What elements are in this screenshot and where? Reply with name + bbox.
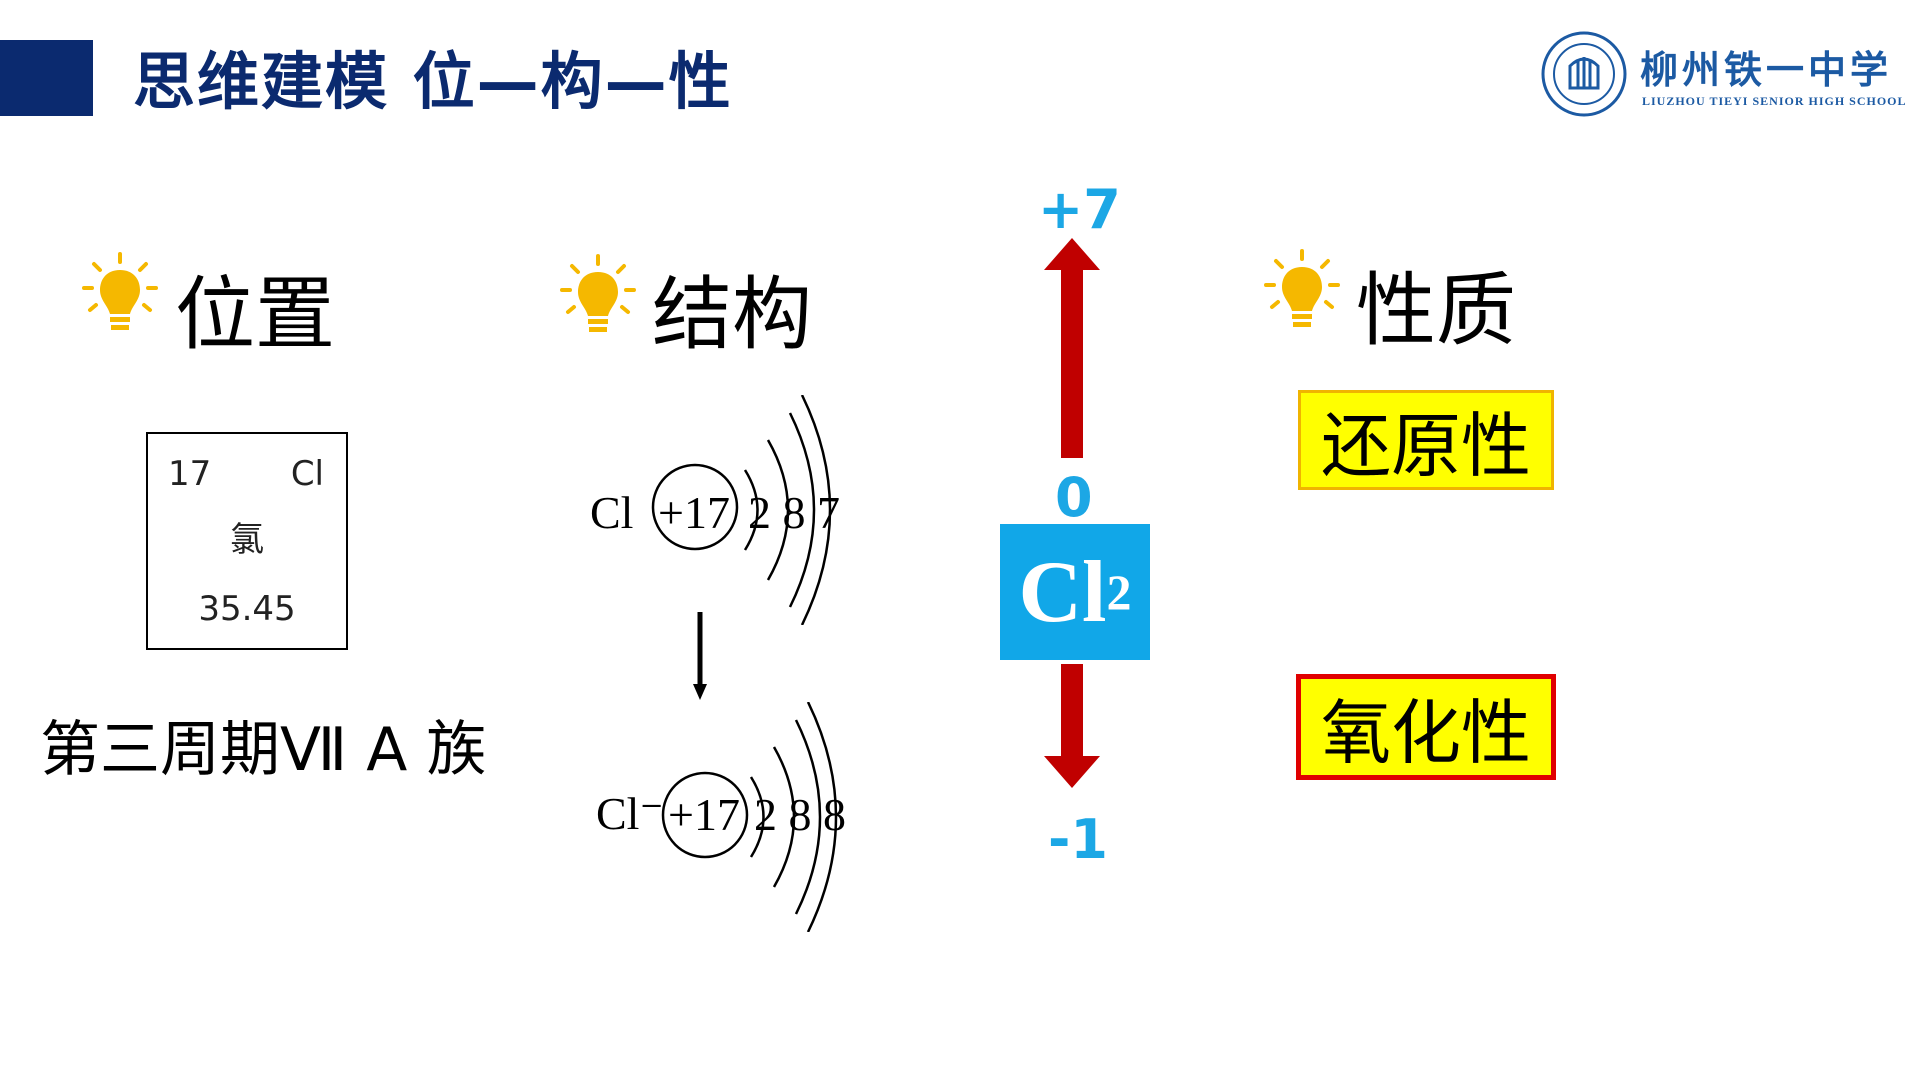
reducing-property-box: 还原性 bbox=[1298, 390, 1554, 490]
school-name-cn: 柳州铁一中学 bbox=[1640, 47, 1893, 92]
school-logo-icon bbox=[1541, 31, 1627, 117]
cl2-symbol: Cl bbox=[1018, 543, 1107, 641]
position-heading: 位置 bbox=[175, 268, 335, 361]
atomic-mass: 35.45 bbox=[198, 589, 296, 629]
ion-symbol: Cl⁻ bbox=[596, 788, 664, 839]
atom-shell-arcs bbox=[743, 395, 832, 625]
cl2-subscript: 2 bbox=[1106, 564, 1132, 620]
arrow-down-icon bbox=[693, 612, 707, 700]
ion-nucleus-circle bbox=[661, 771, 749, 859]
oxidizing-property-box: 氧化性 bbox=[1296, 674, 1556, 780]
atom-symbol: Cl bbox=[590, 487, 634, 538]
ox-state-middle: 0 bbox=[1055, 466, 1093, 529]
arrow-up-icon bbox=[1044, 238, 1100, 458]
lightbulb-icon bbox=[560, 254, 636, 332]
element-card: 17 Cl 氯 35.45 bbox=[146, 432, 348, 650]
ion-shell-arcs bbox=[749, 702, 838, 932]
period-group-label: 第三周期Ⅶ A 族 bbox=[40, 715, 487, 785]
atom-nucleus-charge: +17 bbox=[658, 487, 730, 538]
ion-nucleus-charge: +17 bbox=[668, 789, 740, 840]
arrow-down-icon bbox=[1044, 664, 1100, 788]
lightbulb-icon bbox=[82, 252, 158, 330]
lightbulb-icon bbox=[1264, 249, 1340, 327]
atom-nucleus-circle bbox=[651, 463, 739, 551]
header-accent-bar bbox=[0, 40, 93, 116]
page-title: 思维建模 位—构—性 bbox=[133, 45, 733, 118]
ion-shell-electrons: 2 8 8 bbox=[754, 789, 846, 840]
structure-heading: 结构 bbox=[652, 268, 812, 361]
atom-shell-electrons: 2 8 7 bbox=[748, 487, 840, 538]
property-heading: 性质 bbox=[1356, 264, 1516, 357]
school-name-en: LIUZHOU TIEYI SENIOR HIGH SCHOOL bbox=[1642, 94, 1907, 108]
atomic-number: 17 bbox=[168, 454, 212, 494]
ox-state-top: +7 bbox=[1038, 178, 1121, 241]
element-name: 氯 bbox=[230, 520, 264, 560]
element-symbol: Cl bbox=[290, 454, 324, 494]
ox-state-bottom: -1 bbox=[1048, 808, 1108, 871]
